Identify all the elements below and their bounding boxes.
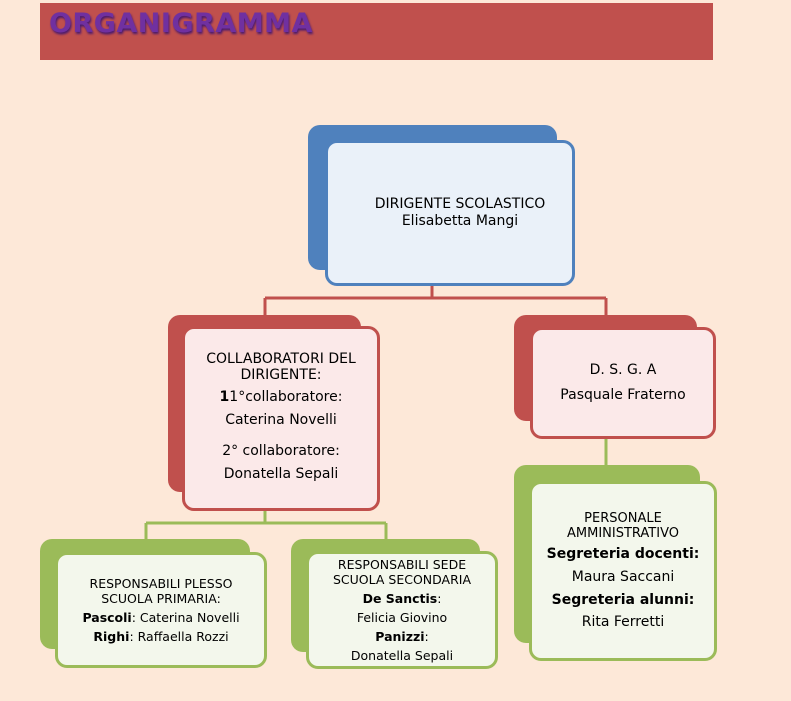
page-title: ORGANIGRAMMA [49,8,313,39]
dirigente-box: DIRIGENTE SCOLASTICO Elisabetta Mangi [325,140,575,286]
segreteria-docenti-label: Segreteria docenti: [546,546,700,562]
collaboratori-second-label: 2° collaboratore: [222,442,340,459]
secondaria-desanctis-label: De Sanctis: [362,591,442,606]
personale-box: PERSONALE AMMINISTRATIVO Segreteria doce… [529,481,717,661]
collaboratori-box: COLLABORATORI DEL DIRIGENTE: 11°collabor… [182,326,380,511]
segreteria-docenti-name: Maura Saccani [571,568,675,585]
secondaria-desanctis-name: Felicia Giovino [356,610,448,625]
primaria-box: RESPONSABILI PLESSO SCUOLA PRIMARIA: Pas… [55,552,267,668]
secondaria-panizzi-label: Panizzi: [375,629,429,644]
dsga-name: Pasquale Fraterno [560,387,686,403]
primaria-righi: Righi: Raffaella Rozzi [93,629,229,644]
primaria-pascoli: Pascoli: Caterina Novelli [82,610,240,625]
secondaria-box: RESPONSABILI SEDE SCUOLA SECONDARIA De S… [306,551,498,669]
segreteria-alunni-name: Rita Ferretti [581,614,665,631]
dirigente-role: DIRIGENTE SCOLASTICO [374,196,546,213]
collaboratori-first-label: 11°collaboratore: [219,389,343,406]
primaria-title: RESPONSABILI PLESSO SCUOLA PRIMARIA: [89,576,233,606]
personale-title: PERSONALE AMMINISTRATIVO [567,510,679,542]
collaboratori-title: COLLABORATORI DEL DIRIGENTE: [206,350,356,384]
dsga-box: D. S. G. A Pasquale Fraterno [530,327,716,439]
collaboratori-first-name: Caterina Novelli [225,412,337,428]
first-collab-number: 1 [219,389,230,406]
secondaria-panizzi-name: Donatella Sepali [350,648,454,663]
header-banner: ORGANIGRAMMA [40,3,713,60]
collaboratori-second-name: Donatella Sepali [223,465,339,482]
secondaria-title: RESPONSABILI SEDE SCUOLA SECONDARIA [332,557,472,587]
dirigente-name: Elisabetta Mangi [401,213,519,229]
dsga-title: D. S. G. A [589,362,657,379]
segreteria-alunni-label: Segreteria alunni: [551,591,695,608]
